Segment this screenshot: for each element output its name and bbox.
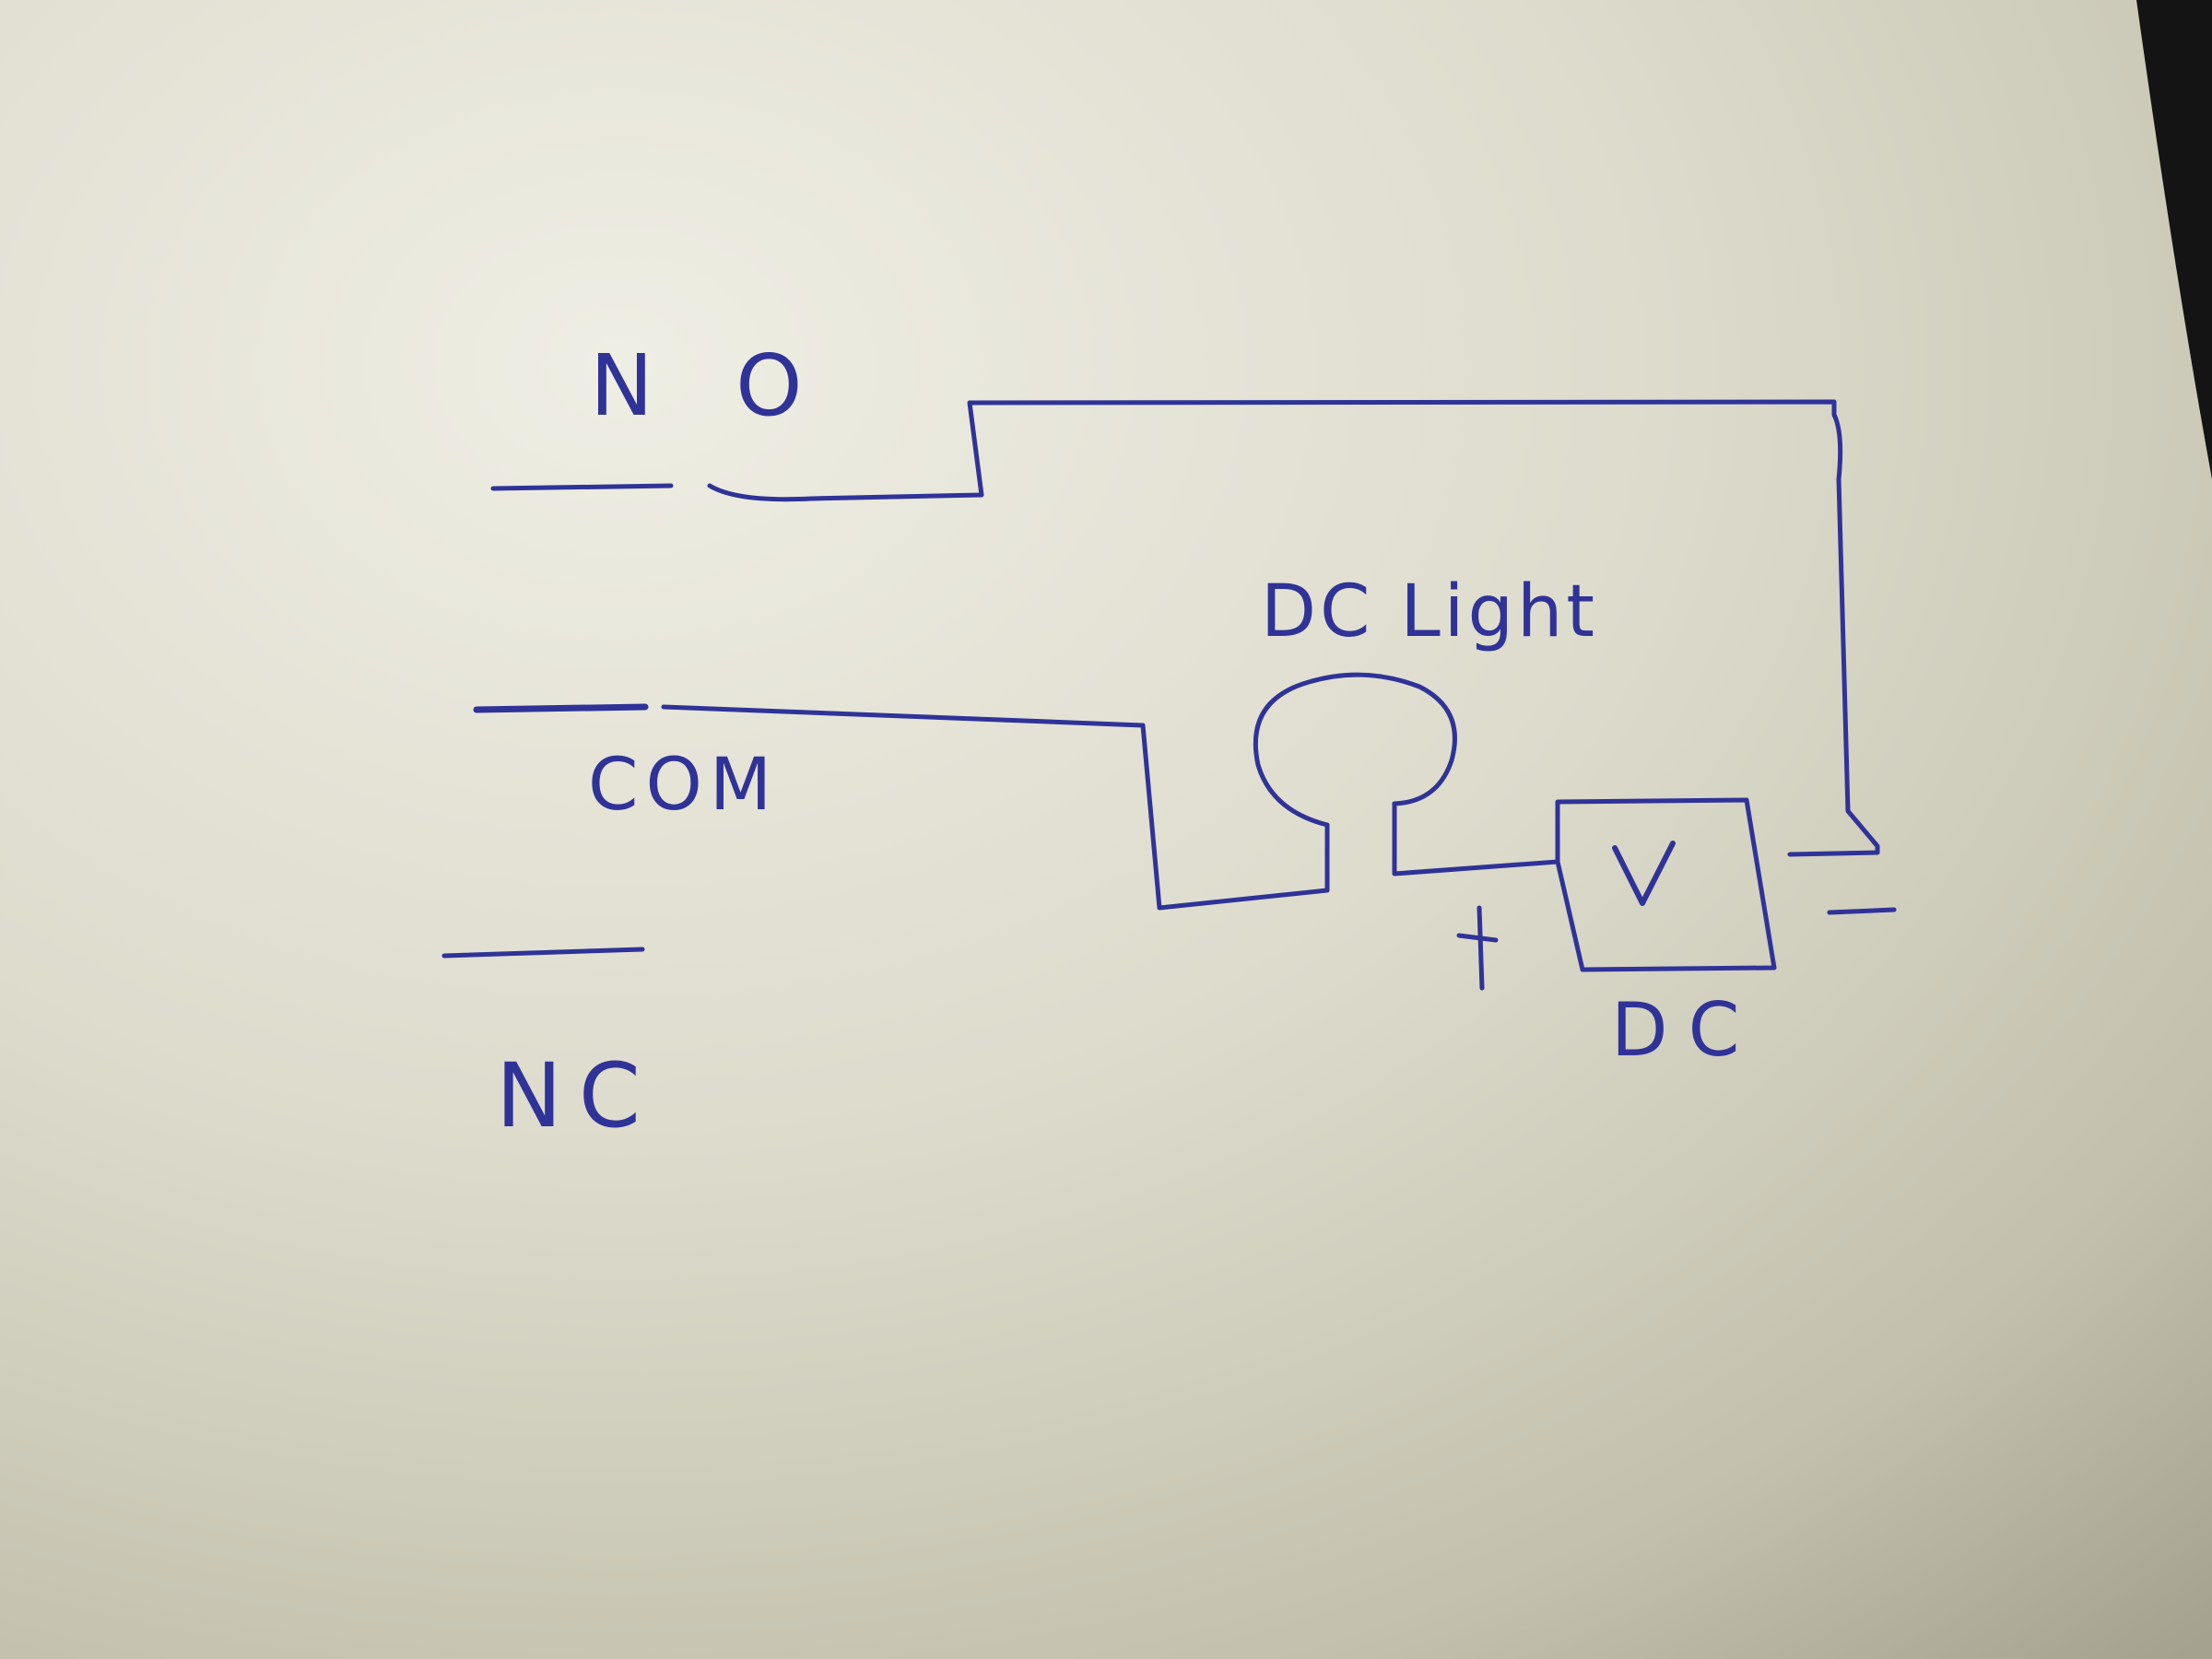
plus-sign [1456,933,1499,943]
table-edge [2136,0,2212,1659]
nc-label: NC [496,1044,657,1147]
dc-source-box [1555,797,1777,972]
nc-terminal-stub [441,947,645,959]
com-to-lamp-wire [661,704,1330,911]
dc-source-label: DC [1611,987,1759,1073]
com-label: COM [588,744,779,827]
com-terminal-stub [473,703,649,713]
plus-sign-vertical [1477,905,1485,991]
minus-sign [1827,907,1897,915]
dc-light-label: DC Light [1261,571,1598,653]
lamp-to-source-wire [1392,801,1560,877]
no-to-source-wire [707,399,1880,857]
dc-light-bulb [1253,672,1457,828]
no-label: N O [590,336,830,435]
no-terminal-stub [490,483,674,491]
source-v-symbol [1612,841,1676,906]
